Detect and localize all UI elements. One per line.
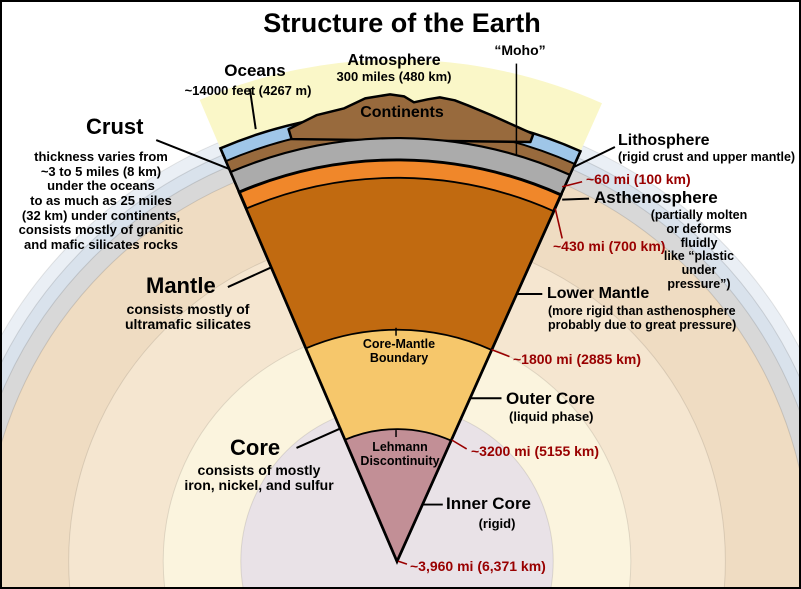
asthenosphere-pointer-line bbox=[562, 197, 590, 201]
label-lithosphere-detail: (rigid crust and upper mantle) bbox=[618, 150, 796, 164]
label-lower-mantle: Lower Mantle bbox=[547, 285, 650, 302]
core-pointer-line bbox=[296, 427, 342, 449]
label-asthenosphere-detail: (partially molten or deforms fluidly lik… bbox=[650, 208, 748, 291]
label-crust: Crust bbox=[86, 114, 144, 139]
depth-3960mi-line bbox=[397, 560, 408, 565]
label-crust-detail: thickness varies from ~3 to 5 miles (8 k… bbox=[18, 149, 184, 253]
label-lehmann: Lehmann Discontinuity bbox=[360, 440, 440, 468]
layer-inner-core bbox=[343, 428, 453, 564]
label-outer-core: Outer Core bbox=[506, 389, 595, 408]
label-core-mantle-boundary: Core-Mantle Boundary bbox=[362, 337, 436, 365]
wedge-right-edge bbox=[395, 150, 582, 562]
depth-asthenosphere-base: ~430 mi (700 km) bbox=[553, 238, 666, 254]
label-inner-core: Inner Core bbox=[446, 494, 532, 513]
depth-outer-core-base: ~3200 mi (5155 km) bbox=[471, 443, 600, 459]
oceans-pointer-line bbox=[248, 88, 257, 130]
page-title: Structure of the Earth bbox=[263, 8, 541, 38]
label-atmosphere-detail: 300 miles (480 km) bbox=[336, 69, 452, 84]
label-oceans-detail: ~14000 feet (4267 m) bbox=[184, 83, 312, 98]
continent-mountains bbox=[287, 93, 535, 144]
label-inner-core-detail: (rigid) bbox=[478, 516, 516, 531]
label-atmosphere: Atmosphere bbox=[347, 52, 441, 69]
label-moho: “Moho” bbox=[494, 42, 546, 58]
depth-60mi-line bbox=[561, 180, 583, 188]
depth-430mi-line bbox=[554, 208, 563, 239]
wedge-left-edge bbox=[219, 147, 399, 562]
label-oceans: Oceans bbox=[224, 61, 286, 80]
depth-earth-center: ~3,960 mi (6,371 km) bbox=[410, 558, 546, 574]
depth-lower-mantle-base: ~1800 mi (2885 km) bbox=[513, 351, 642, 367]
crust-pointer-line bbox=[155, 139, 230, 170]
label-core: Core bbox=[230, 435, 281, 460]
label-mantle-detail: consists mostly of ultramafic silicates bbox=[124, 301, 252, 333]
depth-lithosphere-base: ~60 mi (100 km) bbox=[586, 171, 691, 187]
lithosphere-pointer-line bbox=[573, 146, 616, 168]
label-lower-mantle-detail: (more rigid than asthenosphere probably … bbox=[548, 304, 737, 332]
depth-1800mi-line bbox=[491, 348, 510, 358]
depth-3200mi-line bbox=[451, 439, 468, 450]
mantle-pointer-line bbox=[227, 266, 273, 288]
label-mantle: Mantle bbox=[146, 273, 216, 298]
label-outer-core-detail: (liquid phase) bbox=[509, 409, 594, 424]
label-core-detail: consists of mostly iron, nickel, and sul… bbox=[184, 462, 334, 494]
label-lithosphere: Lithosphere bbox=[618, 132, 710, 149]
label-asthenosphere: Asthenosphere bbox=[594, 188, 718, 207]
label-continents: Continents bbox=[360, 104, 444, 121]
